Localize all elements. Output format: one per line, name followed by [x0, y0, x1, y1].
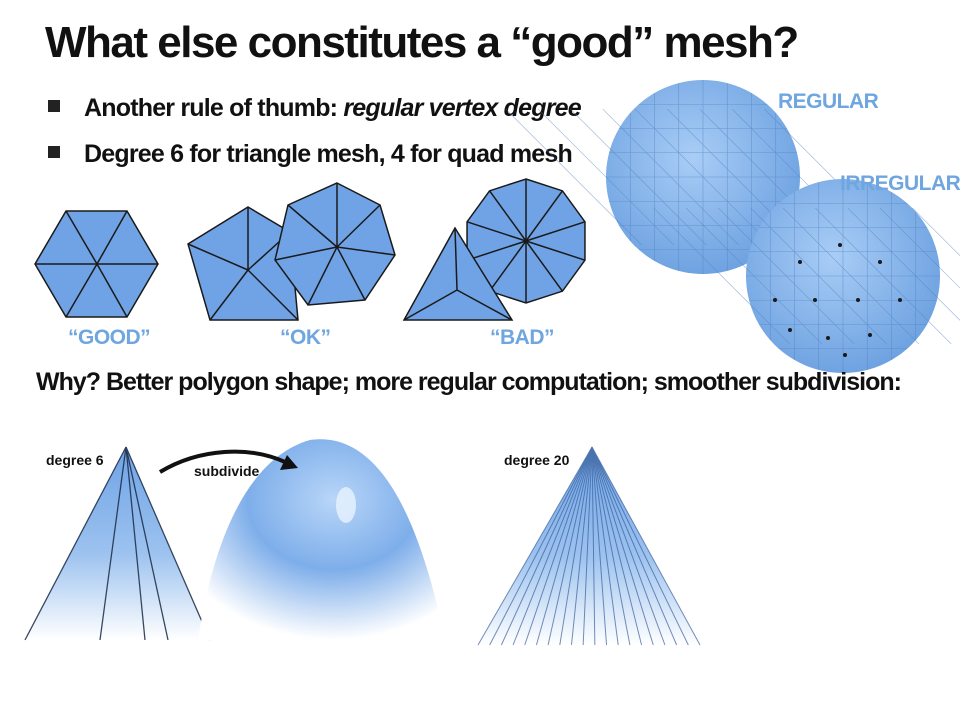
bullet-emphasis: regular vertex degree	[343, 94, 581, 122]
good-hexagon-mesh	[34, 210, 159, 318]
subdivided-smooth-surface	[198, 439, 445, 640]
bullet-square-icon	[48, 146, 60, 159]
bullet-regular-degree: Another rule of thumb: regular vertex de…	[48, 94, 582, 123]
subdivide-label: subdivide	[194, 463, 260, 479]
bad-label: “BAD”	[490, 326, 555, 349]
why-statement: Why? Better polygon shape; more regular …	[36, 368, 902, 396]
bad-triangle-mesh	[402, 226, 514, 321]
irregular-label: IRREGULAR	[840, 172, 960, 195]
bullet-square-icon	[48, 100, 60, 113]
regular-label: REGULAR	[778, 90, 879, 113]
bad-decagon-mesh	[466, 178, 586, 304]
ok-pentagon-mesh	[187, 206, 299, 321]
degree-6-label: degree 6	[46, 452, 104, 468]
bullet-text: Degree 6 for triangle mesh, 4 for quad m…	[84, 140, 573, 168]
degree-20-cone	[477, 446, 701, 646]
subdivide-arrow	[158, 449, 298, 474]
good-label: “GOOD”	[68, 326, 151, 349]
bullet-degree-6: Degree 6 for triangle mesh, 4 for quad m…	[48, 140, 573, 169]
bullet-text: Another rule of thumb:	[84, 94, 344, 122]
ok-heptagon-mesh	[274, 182, 396, 306]
degree-6-cone	[24, 446, 211, 641]
ok-label: “OK”	[280, 326, 331, 349]
irregular-sphere	[653, 179, 960, 373]
slide-title: What else constitutes a “good” mesh?	[45, 18, 799, 67]
degree-20-label: degree 20	[504, 452, 570, 468]
